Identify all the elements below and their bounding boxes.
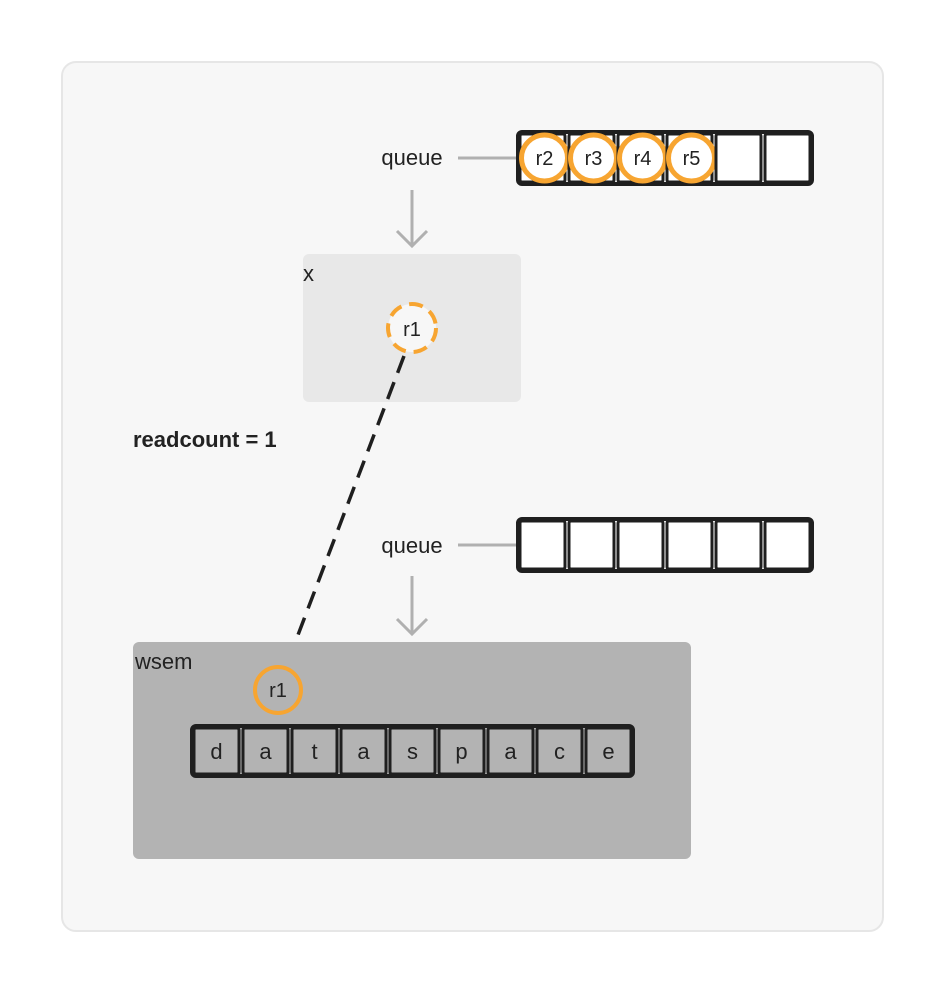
wsem-label: wsem [134, 649, 192, 674]
data-space-char: p [455, 739, 467, 764]
data-space-cell [388, 726, 437, 776]
queue-top-slots: r2 r3 r4 r5 [516, 130, 814, 186]
queue-bottom-slot [518, 519, 567, 571]
queue-bottom-slot [665, 519, 714, 571]
data-space-cell [241, 726, 290, 776]
mutex-x-label: x [303, 261, 314, 286]
queue-bottom-to-wsem-arrow [395, 576, 429, 637]
data-space-cell [290, 726, 339, 776]
queue-bottom-label: queue [381, 533, 442, 558]
data-space-cell [584, 726, 633, 776]
queue-bottom-slot [567, 519, 616, 571]
mutex-x-holder-circle [386, 302, 438, 354]
data-space-char: a [357, 739, 370, 764]
data-space-char: s [407, 739, 418, 764]
data-space-char: t [311, 739, 317, 764]
queue-top-label: queue [381, 145, 442, 170]
queue-bottom-slot [763, 519, 812, 571]
data-space-cell [192, 726, 241, 776]
queue-bottom-slot [714, 519, 763, 571]
data-space-cell [339, 726, 388, 776]
queue-top-reader-label: r5 [683, 148, 701, 170]
data-space-cell [535, 726, 584, 776]
data-space-cell [486, 726, 535, 776]
queue-top-slot [714, 132, 763, 184]
queue-top-reader-label: r3 [585, 148, 603, 170]
wsem-holder-label: r1 [269, 680, 287, 702]
data-space-char: a [504, 739, 517, 764]
data-space-char: e [602, 739, 614, 764]
queue-bottom-slot [616, 519, 665, 571]
data-space-cell [437, 726, 486, 776]
wsem-holder-circle [253, 665, 303, 715]
data-space-char: a [259, 739, 272, 764]
data-space-char: d [210, 739, 222, 764]
queue-top-slot [763, 132, 812, 184]
queue-bottom-slots [516, 517, 814, 573]
readcount-text: readcount = 1 [133, 427, 277, 452]
queue-top-reader-label: r2 [536, 148, 554, 170]
queue-top-to-x-arrow [395, 190, 429, 249]
data-space-char: c [554, 739, 565, 764]
queue-top-reader-label: r4 [634, 148, 652, 170]
mutex-x-holder-label: r1 [403, 319, 421, 341]
